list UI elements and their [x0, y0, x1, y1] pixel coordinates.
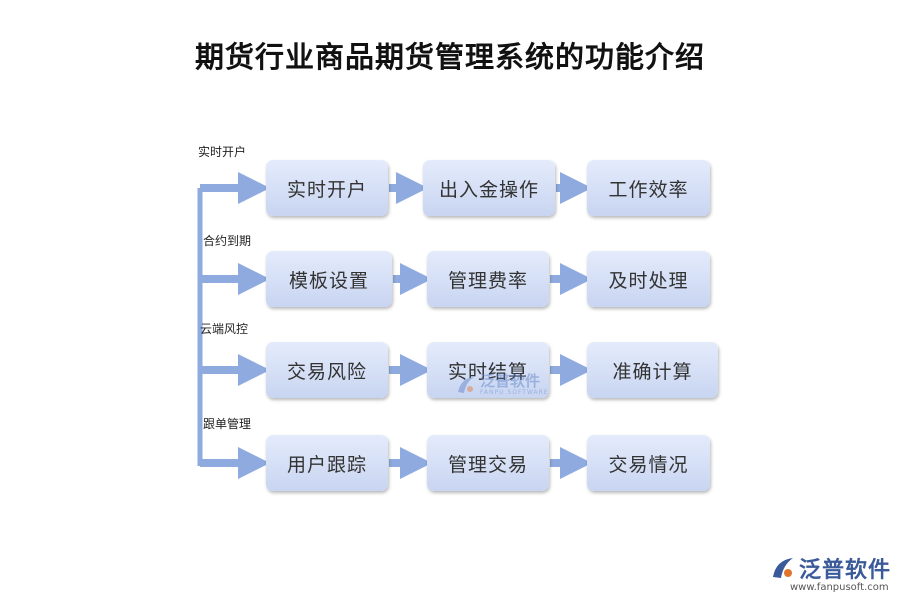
box-work-efficiency: 工作效率 [587, 160, 710, 216]
row-label-2: 合约到期 [203, 234, 252, 248]
box-trade-status: 交易情况 [587, 435, 710, 491]
box-realtime-settlement: 实时结算 [427, 342, 549, 398]
row-label-4: 跟单管理 [203, 417, 252, 431]
box-management-fee: 管理费率 [427, 251, 549, 307]
row-label-3: 云端风控 [200, 322, 249, 336]
diagram-title: 期货行业商品期货管理系统的功能介绍 [194, 40, 705, 74]
box-user-tracking: 用户跟踪 [266, 435, 388, 491]
box-trade-risk: 交易风险 [266, 342, 388, 398]
brand-logo: 泛普软件 [770, 552, 891, 584]
brand-url: www.fanpusoft.com [790, 582, 889, 593]
box-realtime-account: 实时开户 [266, 160, 388, 216]
box-accurate-calculation: 准确计算 [587, 342, 718, 398]
row-label-1: 实时开户 [198, 145, 247, 159]
box-template-settings: 模板设置 [266, 251, 392, 307]
box-timely-handling: 及时处理 [587, 251, 710, 307]
box-manage-trades: 管理交易 [427, 435, 549, 491]
brand-logo-icon [773, 558, 793, 578]
brand-name: 泛普软件 [799, 558, 892, 583]
box-deposit-withdraw: 出入金操作 [423, 160, 555, 216]
